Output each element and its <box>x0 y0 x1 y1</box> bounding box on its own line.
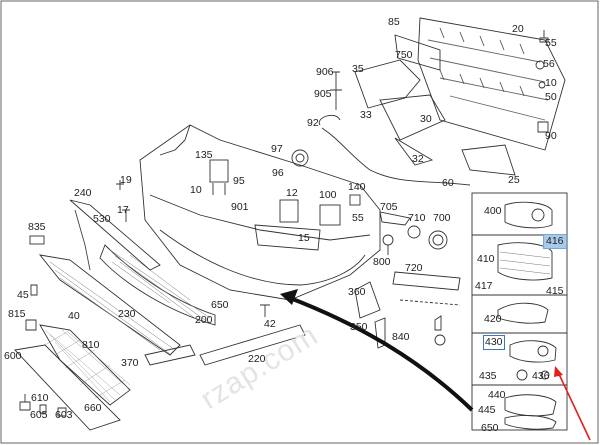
part-label-810[interactable]: 810 <box>82 339 100 351</box>
clip-710 <box>434 315 442 331</box>
part-label-603[interactable]: 603 <box>55 409 73 421</box>
part-label-650[interactable]: 650 <box>211 299 229 311</box>
grille-650 <box>99 244 216 326</box>
part-label-10-top[interactable]: 10 <box>545 77 557 89</box>
part-label-815[interactable]: 815 <box>8 308 26 320</box>
part-label-50[interactable]: 50 <box>545 91 557 103</box>
part-label-700[interactable]: 700 <box>433 212 451 224</box>
part-label-55[interactable]: 55 <box>545 37 557 49</box>
bracket-35 <box>354 59 421 109</box>
part-label-220[interactable]: 220 <box>248 353 266 365</box>
part-label-92[interactable]: 92 <box>307 117 319 129</box>
part-label-200[interactable]: 200 <box>195 314 213 326</box>
red-arrow-head <box>554 366 563 377</box>
holder-360 <box>354 281 381 319</box>
part-label-415[interactable]: 415 <box>546 285 564 297</box>
part-label-370[interactable]: 370 <box>121 357 139 369</box>
part-label-90[interactable]: 90 <box>545 130 557 142</box>
bracket-705 <box>379 211 411 226</box>
part-label-15[interactable]: 15 <box>298 232 310 244</box>
part-label-40[interactable]: 40 <box>68 310 80 322</box>
clip-800 <box>382 234 394 246</box>
part-label-435[interactable]: 435 <box>479 370 497 382</box>
part-label-20[interactable]: 20 <box>512 23 524 35</box>
part-label-360[interactable]: 360 <box>348 286 366 298</box>
bracket-12 <box>279 199 299 223</box>
bracket-30 <box>379 94 446 141</box>
part-label-610[interactable]: 610 <box>31 392 49 404</box>
part-label-705[interactable]: 705 <box>380 201 398 213</box>
strip-720 <box>392 271 461 291</box>
part-label-410[interactable]: 410 <box>477 253 495 265</box>
part-label-35[interactable]: 35 <box>352 63 364 75</box>
part-label-95[interactable]: 95 <box>233 175 245 187</box>
bumper-cover <box>139 124 381 301</box>
impact-beam <box>417 17 566 151</box>
part-label-905[interactable]: 905 <box>314 88 332 100</box>
part-label-840[interactable]: 840 <box>392 331 410 343</box>
part-label-140[interactable]: 140 <box>348 181 366 193</box>
part-label-12[interactable]: 12 <box>286 187 298 199</box>
part-label-97[interactable]: 97 <box>271 143 283 155</box>
part-label-10[interactable]: 10 <box>190 184 202 196</box>
part-label-660[interactable]: 660 <box>84 402 102 414</box>
part-label-800[interactable]: 800 <box>373 256 391 268</box>
part-label-710[interactable]: 710 <box>408 212 426 224</box>
part-label-25[interactable]: 25 <box>508 174 520 186</box>
module-135 <box>209 159 229 183</box>
sensor-97 <box>291 149 309 167</box>
part-label-32[interactable]: 32 <box>412 153 424 165</box>
part-label-60[interactable]: 60 <box>442 177 454 189</box>
red-arrow <box>557 371 591 441</box>
part-label-350[interactable]: 350 <box>350 321 368 333</box>
strip-530 <box>69 199 161 271</box>
part-label-96[interactable]: 96 <box>272 167 284 179</box>
part-label-85[interactable]: 85 <box>388 16 400 28</box>
part-label-835[interactable]: 835 <box>28 221 46 233</box>
part-label-100[interactable]: 100 <box>319 189 337 201</box>
part-label-445[interactable]: 445 <box>478 404 496 416</box>
pointer-arrow-head <box>280 289 298 305</box>
bracket-100 <box>319 204 341 226</box>
part-label-530[interactable]: 530 <box>93 213 111 225</box>
part-label-720[interactable]: 720 <box>405 262 423 274</box>
part-label-600[interactable]: 600 <box>4 350 22 362</box>
part-label-17[interactable]: 17 <box>117 204 129 216</box>
part-label-56[interactable]: 56 <box>543 58 555 70</box>
cap-710 <box>407 225 421 239</box>
part-label-906[interactable]: 906 <box>316 66 334 78</box>
part-label-135[interactable]: 135 <box>195 149 213 161</box>
cable-60 <box>321 127 471 186</box>
part-label-440[interactable]: 440 <box>488 389 506 401</box>
part-label-650-right[interactable]: 650 <box>481 422 499 434</box>
lamp-700 <box>428 230 448 250</box>
part-label-430[interactable]: 430 <box>483 335 505 350</box>
part-label-400[interactable]: 400 <box>484 205 502 217</box>
part-label-417[interactable]: 417 <box>475 280 493 292</box>
part-label-30[interactable]: 30 <box>420 113 432 125</box>
part-label-42[interactable]: 42 <box>264 318 276 330</box>
part-label-55-mid[interactable]: 55 <box>352 212 364 224</box>
strip-220 <box>199 324 306 366</box>
part-label-19[interactable]: 19 <box>120 174 132 186</box>
part-label-750[interactable]: 750 <box>395 49 413 61</box>
part-label-420[interactable]: 420 <box>484 313 502 325</box>
part-label-605[interactable]: 605 <box>30 409 48 421</box>
mesh-grille-810 <box>39 324 131 406</box>
bracket-750 <box>394 34 441 71</box>
pointer-arrow <box>289 296 474 412</box>
part-label-901[interactable]: 901 <box>231 201 249 213</box>
part-label-45[interactable]: 45 <box>17 289 29 301</box>
part-label-33[interactable]: 33 <box>360 109 372 121</box>
part-label-230[interactable]: 230 <box>118 308 136 320</box>
part-label-436[interactable]: 436 <box>532 370 550 382</box>
bracket-25 <box>461 144 516 176</box>
part-label-240[interactable]: 240 <box>74 187 92 199</box>
plate-600 <box>14 344 121 431</box>
part-label-416[interactable]: 416 <box>543 234 567 249</box>
